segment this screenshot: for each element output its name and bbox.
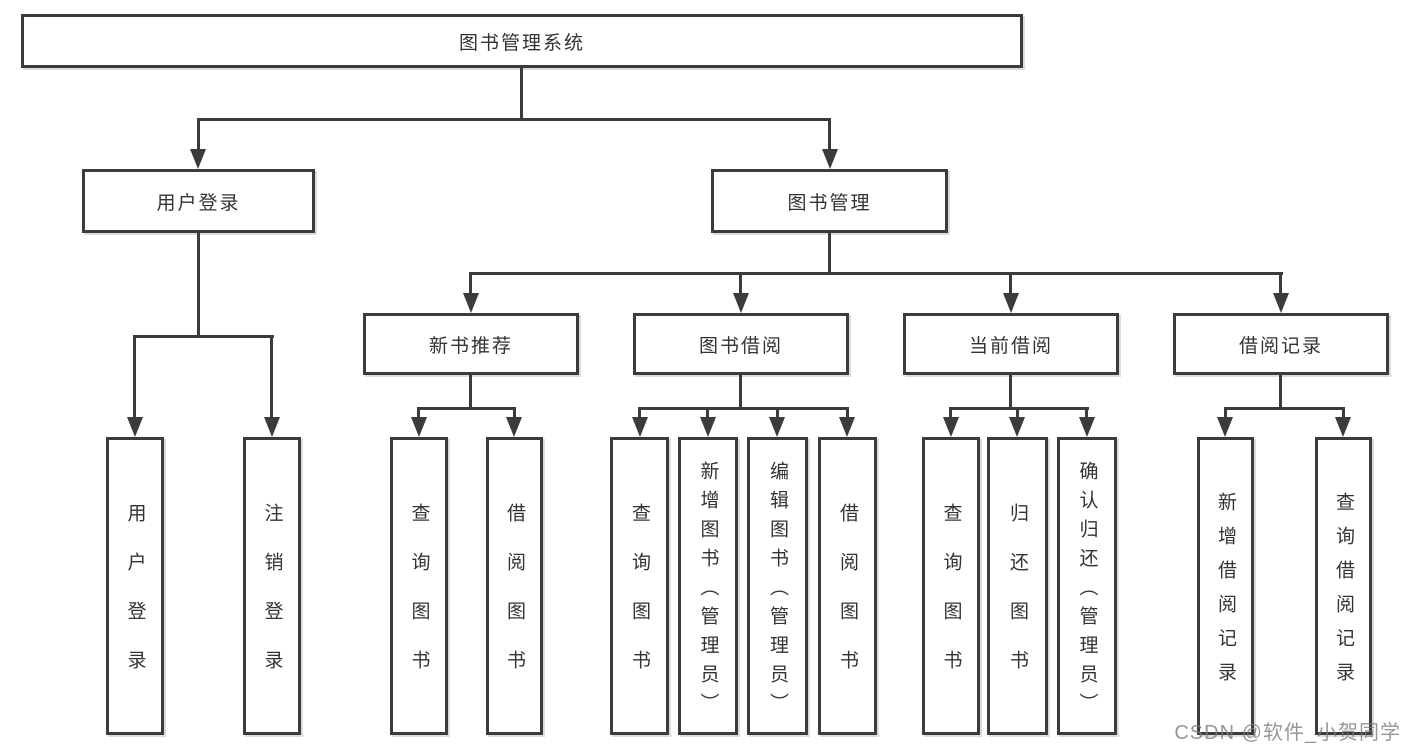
leaf-logout-login: 注销登录 (243, 437, 301, 735)
connector-line (133, 335, 136, 417)
connector-line (1009, 272, 1012, 295)
arrow-down-icon (769, 417, 785, 437)
connector-line (197, 118, 831, 121)
arrow-down-icon (264, 417, 280, 437)
leaf-add-books-admin-label: 新增图书（管理员） (697, 460, 719, 722)
connector-line (270, 335, 273, 417)
connector-line (739, 375, 742, 407)
connector-line (1009, 375, 1012, 407)
arrow-down-icon (190, 149, 206, 169)
connector-line (469, 272, 1283, 275)
leaf-borrow-books-recommend: 借阅图书 (486, 437, 543, 735)
connector-line (1279, 272, 1282, 295)
node-new-book-recommend: 新书推荐 (363, 313, 579, 375)
leaf-query-borrow-record-label: 查询借阅记录 (1333, 491, 1354, 696)
connector-line (1016, 407, 1019, 419)
connector-line (197, 118, 200, 151)
connector-line (417, 407, 420, 419)
connector-line (133, 335, 274, 338)
node-borrow-records: 借阅记录 (1173, 313, 1389, 375)
connector-line (469, 272, 472, 295)
connector-line (469, 375, 472, 407)
leaf-query-books-recommend-label: 查询图书 (408, 503, 430, 699)
connector-line (776, 407, 779, 419)
connector-line (1279, 375, 1282, 407)
leaf-user-login-label: 用户登录 (124, 503, 146, 699)
connector-line (520, 68, 523, 118)
node-user-login: 用户登录 (82, 169, 315, 233)
arrow-down-icon (839, 417, 855, 437)
arrow-down-icon (506, 417, 522, 437)
leaf-query-borrow-record: 查询借阅记录 (1315, 437, 1372, 735)
leaf-query-books-recommend: 查询图书 (390, 437, 448, 735)
node-book-borrow-label: 图书借阅 (698, 335, 783, 357)
connector-line (949, 407, 952, 419)
node-library-system: 图书管理系统 (21, 14, 1023, 68)
node-book-borrow: 图书借阅 (633, 313, 849, 375)
leaf-add-books-admin: 新增图书（管理员） (678, 437, 738, 735)
leaf-logout-login-label: 注销登录 (261, 503, 283, 699)
node-book-management: 图书管理 (711, 169, 948, 233)
connector-line (638, 407, 641, 419)
connector-line (197, 233, 200, 335)
leaf-edit-books-admin-label: 编辑图书（管理员） (767, 460, 788, 722)
node-library-system-label: 图书管理系统 (458, 32, 585, 54)
leaf-add-borrow-record: 新增借阅记录 (1197, 437, 1254, 735)
connector-line (1085, 407, 1088, 419)
connector-line (828, 118, 831, 151)
leaf-confirm-return-admin: 确认归还（管理员） (1057, 437, 1117, 735)
connector-line (638, 407, 849, 410)
connector-line (1224, 407, 1227, 419)
node-current-borrow: 当前借阅 (903, 313, 1119, 375)
node-current-borrow-label: 当前借阅 (968, 335, 1053, 357)
csdn-watermark: CSDN @软件_小贺同学 (1174, 722, 1401, 744)
arrow-down-icon (1335, 417, 1351, 437)
arrow-down-icon (1079, 417, 1095, 437)
node-borrow-records-label: 借阅记录 (1238, 335, 1323, 357)
leaf-borrow-books: 借阅图书 (818, 437, 877, 735)
arrow-down-icon (411, 417, 427, 437)
connector-line (417, 407, 516, 410)
leaf-borrow-books-label: 借阅图书 (837, 503, 858, 699)
leaf-borrow-books-recommend-label: 借阅图书 (504, 503, 525, 699)
connector-line (828, 233, 831, 272)
leaf-confirm-return-admin-label: 确认归还（管理员） (1076, 460, 1098, 722)
leaf-add-borrow-record-label: 新增借阅记录 (1215, 491, 1236, 696)
arrow-down-icon (943, 417, 959, 437)
leaf-query-books-borrow-label: 查询图书 (629, 503, 650, 699)
arrow-down-icon (700, 417, 716, 437)
leaf-return-books: 归还图书 (987, 437, 1048, 735)
arrow-down-icon (1217, 417, 1233, 437)
arrow-down-icon (1003, 293, 1019, 313)
arrow-down-icon (822, 149, 838, 169)
node-new-book-recommend-label: 新书推荐 (428, 335, 513, 357)
connector-line (1342, 407, 1345, 419)
connector-line (1224, 407, 1345, 410)
arrow-down-icon (1273, 293, 1289, 313)
node-book-management-label: 图书管理 (787, 192, 872, 214)
leaf-user-login: 用户登录 (106, 437, 164, 735)
arrow-down-icon (632, 417, 648, 437)
leaf-query-books-borrow: 查询图书 (610, 437, 669, 735)
connector-line (706, 407, 709, 419)
connector-line (513, 407, 516, 419)
connector-line (739, 272, 742, 295)
leaf-edit-books-admin: 编辑图书（管理员） (747, 437, 808, 735)
arrow-down-icon (733, 293, 749, 313)
leaf-query-books-current-label: 查询图书 (940, 503, 962, 699)
arrow-down-icon (1009, 417, 1025, 437)
leaf-return-books-label: 归还图书 (1007, 503, 1028, 699)
connector-line (949, 407, 1089, 410)
node-user-login-label: 用户登录 (156, 192, 241, 214)
connector-line (846, 407, 849, 419)
arrow-down-icon (127, 417, 143, 437)
leaf-query-books-current: 查询图书 (922, 437, 980, 735)
arrow-down-icon (463, 293, 479, 313)
